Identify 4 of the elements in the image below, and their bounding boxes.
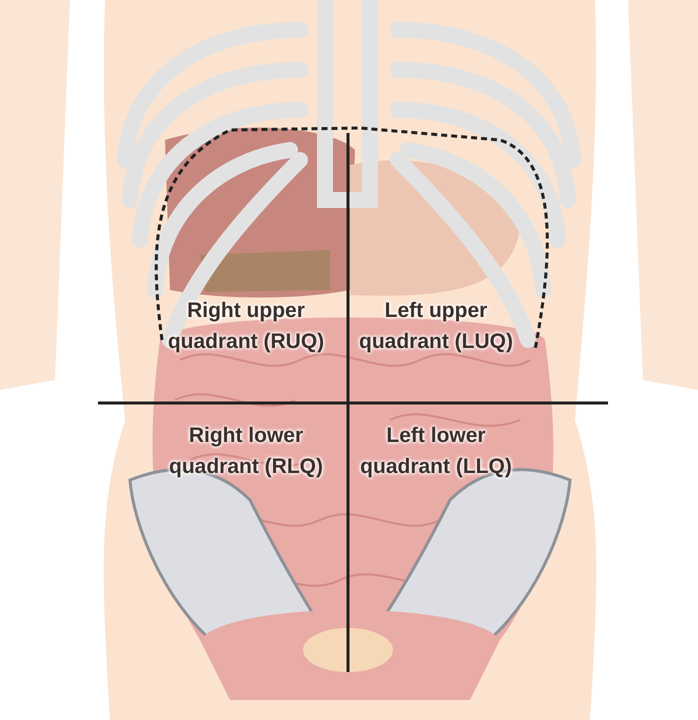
quadrant-label: Left upper quadrant (LUQ) (358, 298, 514, 355)
quadrant-label: Right lower quadrant (RLQ) (168, 423, 324, 480)
quadrant-label: Right upper quadrant (RUQ) (166, 298, 326, 355)
quadrant-label: Left lower quadrant (LLQ) (359, 423, 513, 480)
